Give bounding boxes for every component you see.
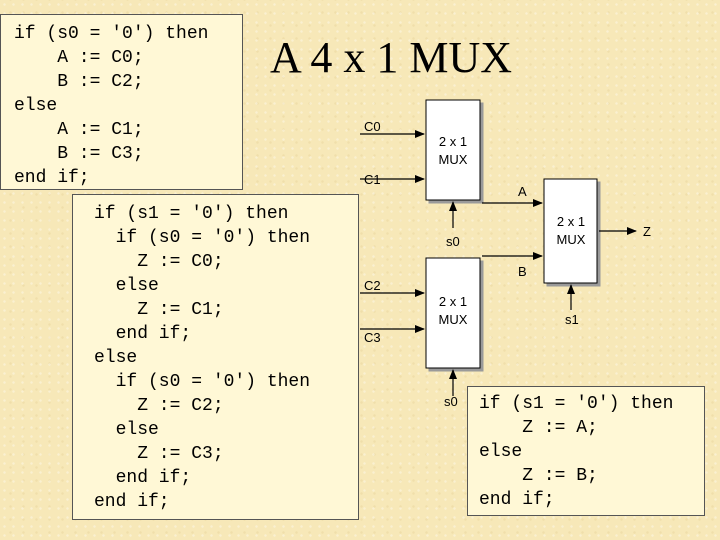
mux-bottom-label-size: 2 x 1: [439, 294, 467, 309]
code-line: Z := B;: [479, 466, 598, 486]
code-line: else: [94, 420, 159, 440]
code-line: else: [14, 96, 58, 116]
label-c0: C0: [364, 119, 381, 134]
code-line: Z := C0;: [94, 252, 224, 272]
code-block-first-stage: if (s0 = '0') then A := C0; B := C2; else…: [0, 14, 243, 190]
mux-final-label-size: 2 x 1: [557, 214, 585, 229]
code-block-nested-if: if (s1 = '0') then if (s0 = '0') then Z …: [72, 194, 359, 520]
label-z: Z: [643, 224, 651, 239]
code-line: else: [94, 276, 159, 296]
code-block-second-stage: if (s1 = '0') then Z := A; else Z := B; en…: [467, 386, 705, 516]
code-line: else: [94, 348, 138, 368]
label-c1: C1: [364, 172, 381, 187]
code-line: B := C3;: [14, 144, 144, 164]
code-line: Z := C3;: [94, 444, 224, 464]
label-c2: C2: [364, 278, 381, 293]
mux-bottom-box: [425, 257, 481, 369]
code-line: B := C2;: [14, 72, 144, 92]
mux-final-label-type: MUX: [557, 232, 586, 247]
code-line: end if;: [94, 492, 170, 512]
code-line: else: [479, 442, 523, 462]
mux-final-box: [543, 178, 598, 284]
mux-top-box: [425, 99, 481, 201]
mux-bottom-label-type: MUX: [439, 312, 468, 327]
label-s1: s1: [565, 312, 579, 327]
code-line: end if;: [479, 490, 555, 510]
code-line: Z := C2;: [94, 396, 224, 416]
code-line: if (s1 = '0') then: [479, 394, 674, 414]
code-line: if (s0 = '0') then: [94, 228, 311, 248]
code-line: if (s0 = '0') then: [94, 372, 311, 392]
code-line: end if;: [94, 468, 192, 488]
code-line: end if;: [94, 324, 192, 344]
code-line: Z := A;: [479, 418, 598, 438]
label-s0-top: s0: [446, 234, 460, 249]
label-b: B: [518, 264, 527, 279]
code-line: Z := C1;: [94, 300, 224, 320]
mux-top-label-size: 2 x 1: [439, 134, 467, 149]
code-line: if (s1 = '0') then: [94, 204, 289, 224]
mux-top-label-type: MUX: [439, 152, 468, 167]
label-c3: C3: [364, 330, 381, 345]
code-line: A := C1;: [14, 120, 144, 140]
slide-title: A 4 x 1 MUX: [270, 33, 513, 82]
label-s0-bottom: s0: [444, 394, 458, 409]
code-line: if (s0 = '0') then: [14, 24, 209, 44]
code-line: end if;: [14, 168, 90, 188]
label-a: A: [518, 184, 527, 199]
code-line: A := C0;: [14, 48, 144, 68]
